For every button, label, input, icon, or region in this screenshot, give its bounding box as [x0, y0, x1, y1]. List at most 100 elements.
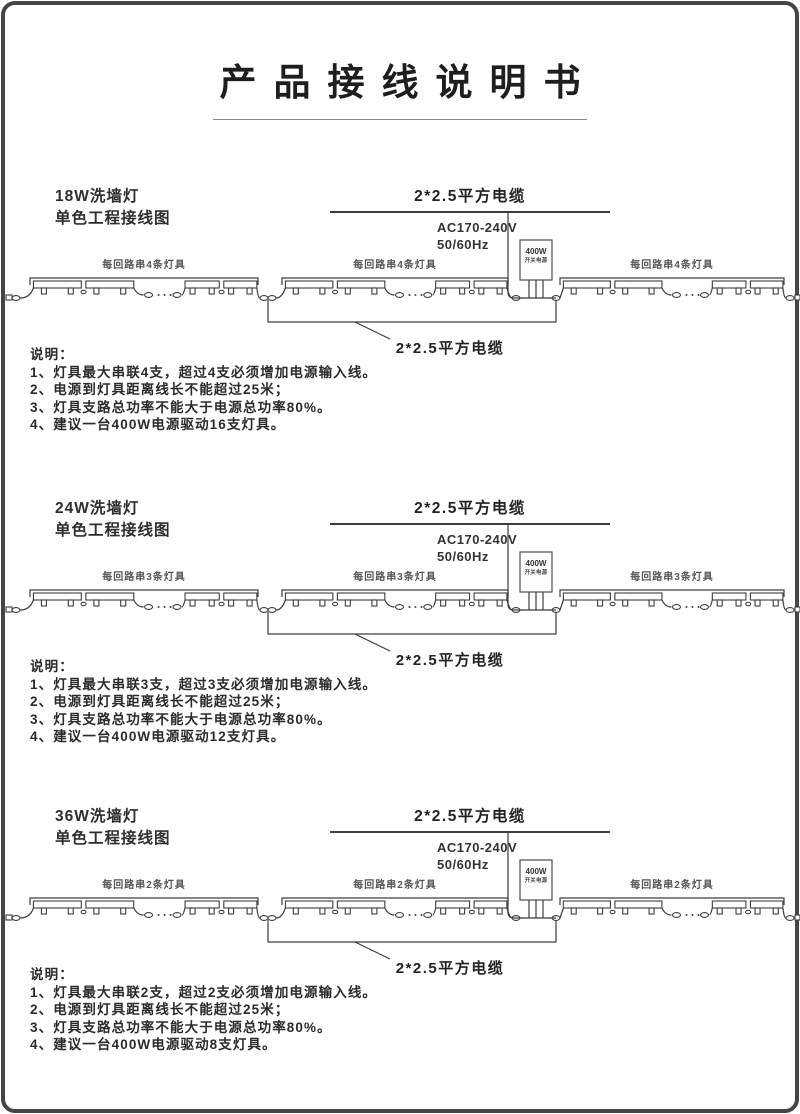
connector: [144, 912, 154, 918]
light-bar: [435, 280, 471, 289]
psu-name-label: 开关电源: [525, 876, 548, 884]
wire: [384, 907, 395, 916]
mounting-foot: [40, 599, 48, 607]
ac-rating-label: AC170-240V 50/60Hz: [437, 532, 517, 566]
mounting-foot: [93, 907, 100, 915]
cable-pointer-line: [354, 633, 391, 652]
power-supply-box: [519, 551, 553, 593]
light-bar: [749, 280, 784, 289]
dash-dot: [697, 606, 700, 608]
mounting-foot: [292, 907, 299, 915]
section-heading-line2: 单色工程接线图: [55, 829, 171, 847]
psu-name-label: 开关电源: [525, 568, 548, 576]
dash-dot: [157, 606, 160, 608]
dash-dot: [691, 294, 694, 296]
rail-line: [29, 277, 259, 285]
light-bar: [223, 280, 258, 289]
loop-count-label: 每回路串2条灯具: [102, 878, 186, 891]
end-plug: [794, 606, 800, 613]
mounting-foot: [622, 907, 629, 915]
mounting-foot: [648, 599, 655, 607]
end-plug: [5, 914, 13, 921]
section-24w: 24W洗墙灯 单色工程接线图 2*2.5平方电缆 AC170-240V 50/6…: [0, 492, 800, 802]
dash-dot: [697, 294, 700, 296]
dash-dot: [691, 914, 694, 916]
mounting-foot: [246, 907, 253, 915]
dash-dot: [685, 294, 688, 296]
light-bar: [32, 900, 82, 909]
rail-line: [29, 897, 259, 905]
mounting-foot: [93, 287, 100, 295]
notes-title: 说明：: [30, 347, 74, 362]
note-item: 1、灯具最大串联3支，超过3支必须增加电源输入线。: [30, 676, 378, 692]
mounting-foot: [570, 287, 577, 295]
mains-cable-line: [330, 523, 610, 525]
dash-dot: [408, 606, 411, 608]
dash-dot: [163, 914, 166, 916]
mounting-foot: [228, 599, 235, 607]
top-cable-label: 2*2.5平方电缆: [414, 188, 526, 205]
mounting-foot: [440, 907, 447, 915]
ac-frequency: 50/60Hz: [437, 548, 489, 564]
end-plug: [5, 606, 13, 613]
psu-power-label: 400W: [526, 247, 547, 256]
mounting-foot: [716, 907, 723, 915]
mounting-foot: [496, 599, 503, 607]
mounting-foot: [570, 599, 577, 607]
note-item: 4、建议一台400W电源驱动16支灯具。: [30, 417, 286, 432]
mounting-foot: [292, 287, 299, 295]
inline-connector: [609, 909, 616, 915]
wire: [782, 907, 787, 919]
wire: [559, 599, 564, 611]
mounting-foot: [459, 287, 466, 295]
mounting-foot: [93, 599, 100, 607]
mounting-foot: [459, 907, 466, 915]
note-item: 2、电源到灯具距离线长不能超过25米；: [30, 1002, 290, 1017]
wire: [559, 907, 564, 919]
dash-dot: [157, 914, 160, 916]
input-connector: [11, 295, 21, 301]
note-item: 1、灯具最大串联4支，超过4支必须增加电源输入线。: [30, 364, 378, 380]
connector: [423, 912, 433, 918]
connector: [394, 604, 405, 610]
mounting-foot: [754, 907, 761, 915]
mounting-foot: [622, 599, 629, 607]
dash-dot: [408, 294, 411, 296]
inline-connector: [218, 289, 225, 295]
light-bar: [711, 280, 747, 289]
mounting-foot: [735, 287, 742, 295]
connector: [699, 912, 710, 918]
mounting-foot: [735, 907, 742, 915]
rail-line: [29, 589, 259, 597]
dash-dot: [420, 914, 423, 916]
light-bar: [85, 280, 135, 289]
dash-dot: [408, 914, 411, 916]
title-underline: [213, 119, 587, 120]
note-item: 2、电源到灯具距离线长不能超过25米；: [30, 694, 290, 709]
light-bar: [614, 592, 663, 601]
mounting-foot: [754, 287, 761, 295]
wire: [256, 907, 261, 919]
power-supply-box: [519, 239, 553, 281]
dash-dot: [169, 606, 172, 608]
connector: [671, 604, 682, 610]
mounting-foot: [228, 287, 235, 295]
mounting-foot: [344, 287, 351, 295]
rail-line: [559, 589, 785, 597]
rail-line: [559, 897, 785, 905]
loop-count-label: 每回路串4条灯具: [353, 258, 437, 271]
page-title: 产品接线说明书: [219, 62, 598, 103]
mains-drop-wire: [507, 212, 516, 299]
inline-connector: [745, 289, 752, 295]
input-connector: [267, 295, 277, 301]
section-36w: 36W洗墙灯 单色工程接线图 2*2.5平方电缆 AC170-240V 50/6…: [0, 800, 800, 1110]
mounting-foot: [189, 599, 196, 607]
wire: [661, 599, 672, 608]
inline-connector: [218, 601, 225, 607]
light-bar: [336, 900, 386, 909]
mounting-foot: [496, 287, 503, 295]
mounting-foot: [478, 907, 485, 915]
mounting-foot: [67, 907, 74, 915]
mounting-foot: [208, 287, 215, 295]
connector: [172, 912, 182, 918]
